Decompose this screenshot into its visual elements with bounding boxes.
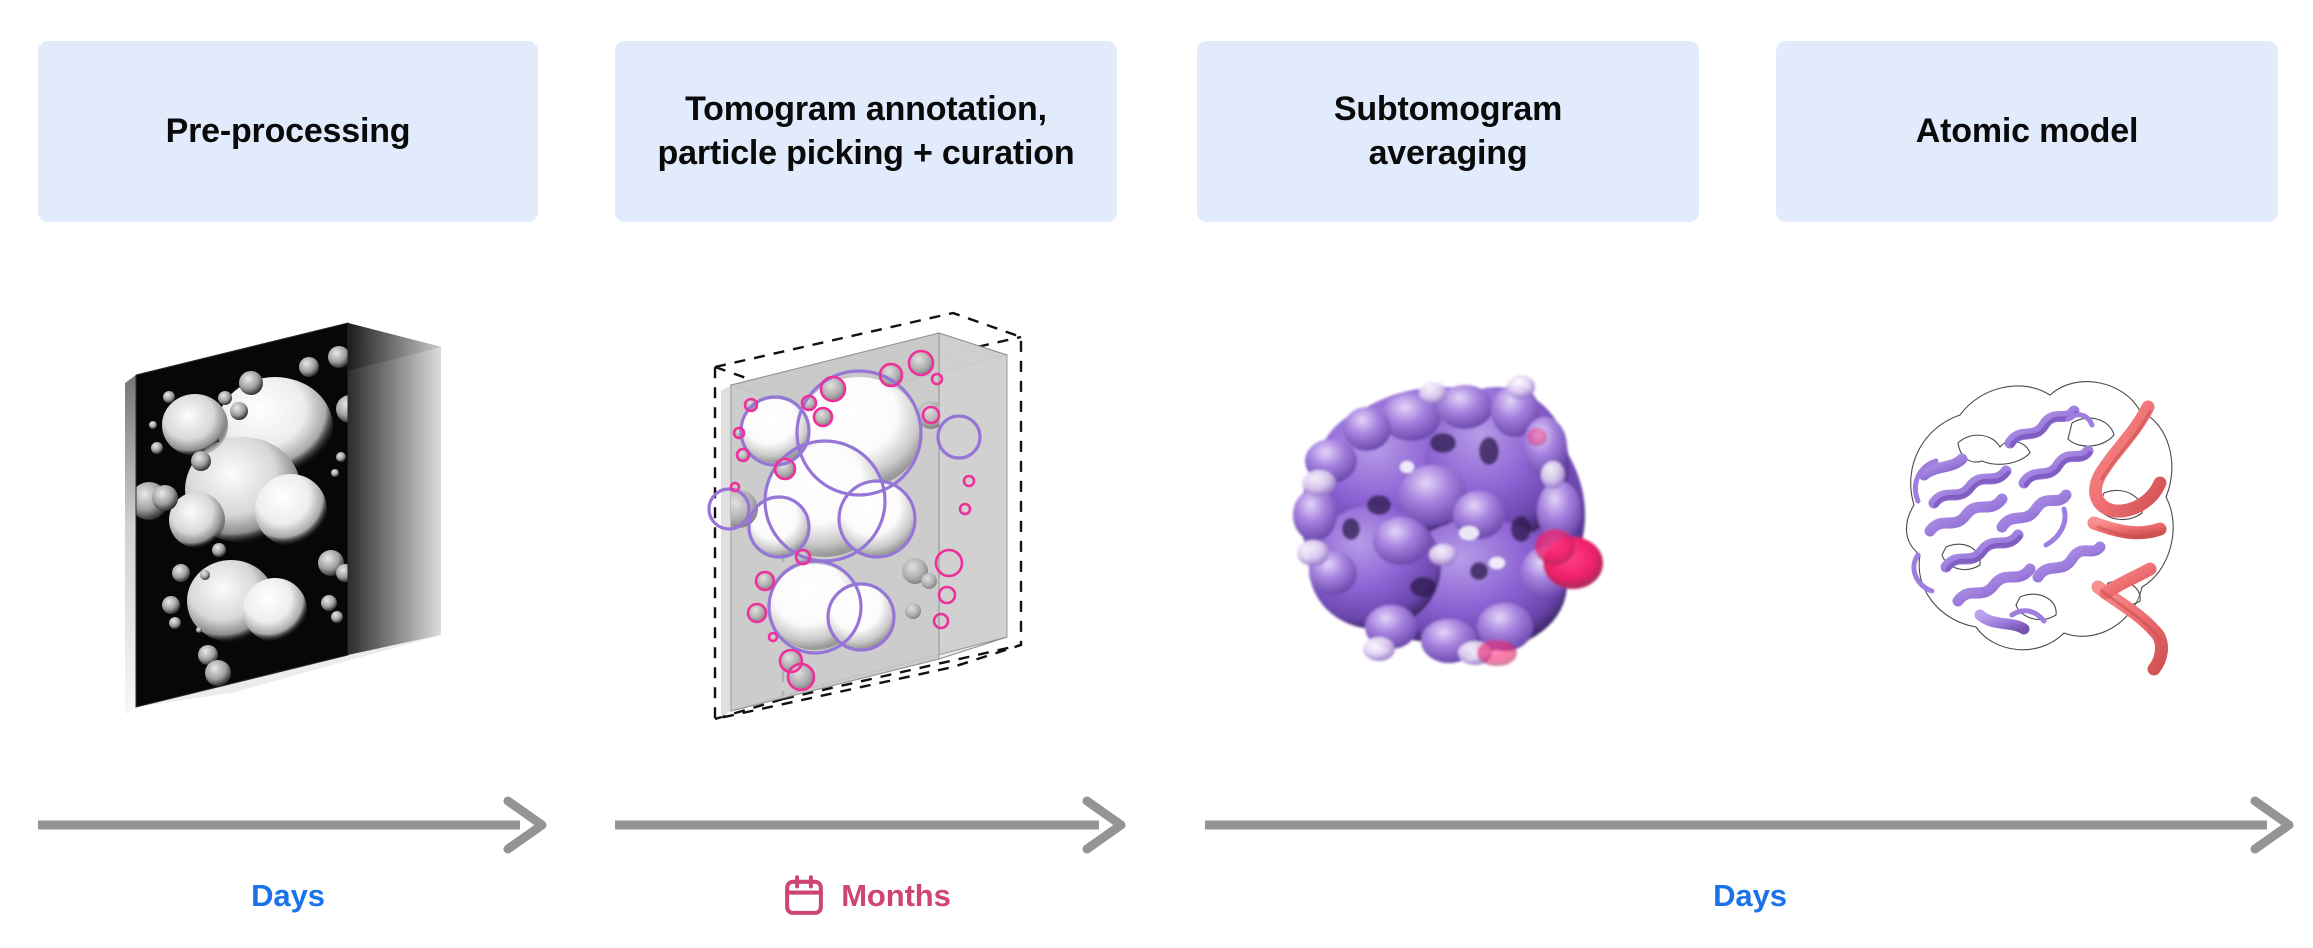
step-header-tomogram-annotation: Tomogram annotation, particle picking + … bbox=[615, 41, 1117, 222]
step-title-line: Atomic model bbox=[1915, 111, 2139, 150]
step-title: Tomogram annotation, particle picking + … bbox=[658, 88, 1075, 175]
duration-step-1: Days bbox=[38, 868, 538, 924]
annotated-tomogram-slab-graphic bbox=[707, 311, 1023, 721]
illustration-annotated-tomogram-slab bbox=[615, 245, 1117, 785]
step-title-line: averaging bbox=[1368, 133, 1528, 172]
illustration-tomogram-volume-slab bbox=[38, 245, 538, 785]
calendar-icon bbox=[781, 873, 827, 919]
tomogram-volume-slab-graphic bbox=[125, 322, 441, 715]
protein-helix-ribbons bbox=[1918, 405, 2106, 635]
step-title: Pre-processing bbox=[166, 110, 411, 154]
duration-label: Months bbox=[841, 878, 951, 913]
illustration-density-map-surface bbox=[1197, 245, 1699, 785]
illustration-atomic-model-ribbon bbox=[1776, 245, 2278, 785]
step-title-line: Tomogram annotation, bbox=[685, 89, 1047, 128]
step-header-pre-processing: Pre-processing bbox=[38, 41, 538, 222]
step-title-line: Pre-processing bbox=[165, 111, 411, 150]
progress-arrow-2 bbox=[615, 795, 1127, 855]
large-particle-pick-markers bbox=[707, 369, 982, 655]
step-title-line: Subtomogram bbox=[1333, 89, 1563, 128]
duration-label: Days bbox=[1713, 878, 1787, 913]
step-header-atomic-model: Atomic model bbox=[1776, 41, 2278, 222]
small-particle-pick-markers bbox=[729, 349, 976, 692]
atomic-model-ribbon-graphic bbox=[1905, 381, 2174, 676]
progress-arrow-1 bbox=[38, 795, 548, 855]
step-header-subtomogram-averaging: Subtomogram averaging bbox=[1197, 41, 1699, 222]
progress-arrow-3 bbox=[1205, 795, 2295, 855]
duration-label: Days bbox=[251, 878, 325, 913]
step-title: Atomic model bbox=[1915, 110, 2139, 154]
duration-step-2: Months bbox=[615, 868, 1117, 924]
duration-step-3-4: Days bbox=[1205, 868, 2295, 924]
step-title-line: particle picking + curation bbox=[657, 133, 1075, 172]
density-map-surface-graphic bbox=[1293, 375, 1603, 666]
step-title: Subtomogram averaging bbox=[1334, 88, 1562, 175]
